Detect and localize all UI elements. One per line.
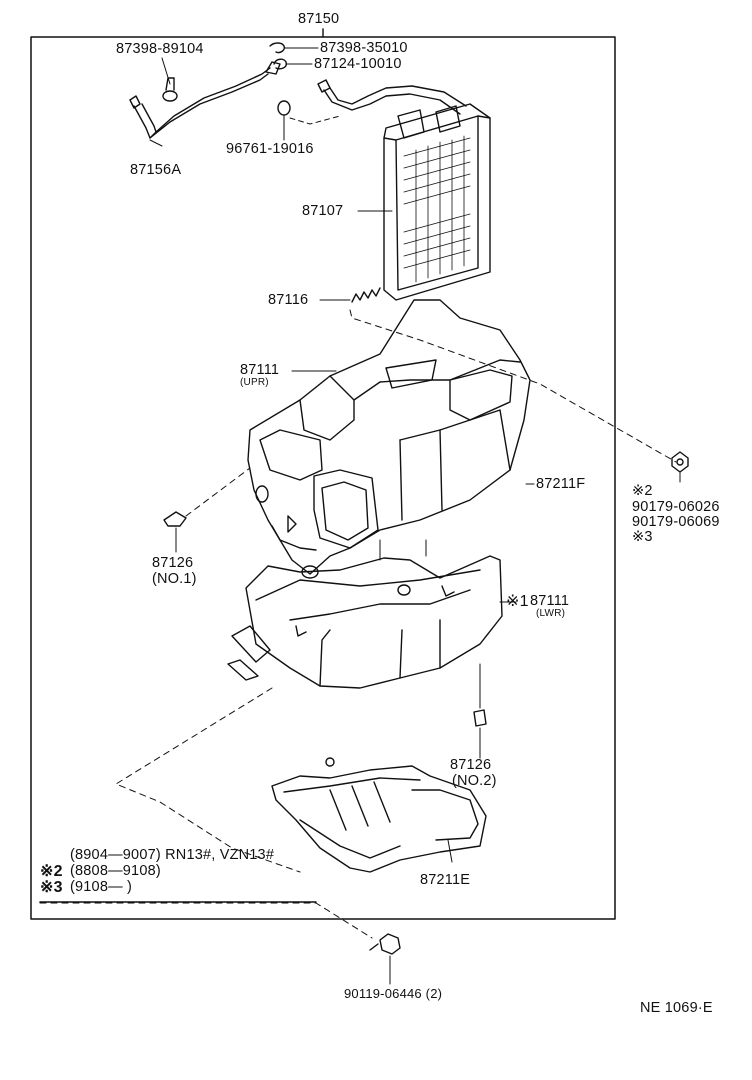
- label-mark3-right: ※3: [632, 529, 653, 545]
- label-87124-10010: 87124-10010: [314, 56, 402, 72]
- label-87111-lwr: 87111: [530, 593, 570, 609]
- label-87398-89104: 87398-89104: [116, 41, 204, 57]
- water-hose-left: [129, 61, 281, 139]
- note-line2-mark: ※2: [40, 863, 63, 880]
- note-line3: (9108— ): [70, 879, 133, 895]
- clip-no1: [163, 511, 187, 527]
- label-87111-upr: 87111: [240, 362, 280, 378]
- label-87107: 87107: [302, 203, 344, 219]
- label-no1-tag: (NO.1): [152, 571, 197, 587]
- water-hose-right: [317, 79, 467, 115]
- label-87150: 87150: [298, 11, 340, 27]
- clamp-87398-35010: [269, 42, 286, 54]
- label-87156A: 87156A: [130, 162, 182, 178]
- label-87211E: 87211E: [420, 872, 471, 888]
- label-mark2-right: ※2: [632, 483, 653, 499]
- clamp-87398-89104: [162, 77, 178, 102]
- label-87116: 87116: [268, 292, 309, 308]
- label-87398-35010: 87398-35010: [320, 40, 408, 56]
- case-lower: [227, 555, 503, 689]
- note-line1: (8904—9007) RN13#, VZN13#: [70, 847, 275, 863]
- footer-code: NE 1069·E: [640, 1000, 713, 1016]
- bolt-bottom: [369, 933, 401, 955]
- label-upr-tag: (UPR): [240, 377, 269, 388]
- note-line3-mark: ※3: [40, 879, 63, 896]
- label-90119-06446: 90119-06446 (2): [344, 986, 443, 1001]
- o-ring: [277, 100, 291, 116]
- label-lwr-tag: (LWR): [536, 608, 566, 619]
- heater-core: [383, 103, 491, 301]
- label-90179-06069: 90179-06069: [632, 514, 720, 530]
- note-line2: (8808—9108): [70, 863, 161, 879]
- label-96761-19016: 96761-19016: [226, 141, 314, 157]
- screw-right: [671, 451, 689, 473]
- label-90179-06026: 90179-06026: [632, 499, 720, 515]
- label-87211F: 87211F: [536, 476, 586, 492]
- label-mark1: ※1: [506, 593, 529, 610]
- label-no2-tag: (NO.2): [452, 773, 497, 789]
- label-87126-no1: 87126: [152, 555, 194, 571]
- label-87126-no2: 87126: [450, 757, 492, 773]
- clamp-87124-10010: [273, 58, 288, 70]
- clamp-spring: [351, 287, 381, 303]
- duct-e: [271, 757, 487, 873]
- clip-no2: [473, 709, 487, 727]
- case-upper: [247, 299, 531, 579]
